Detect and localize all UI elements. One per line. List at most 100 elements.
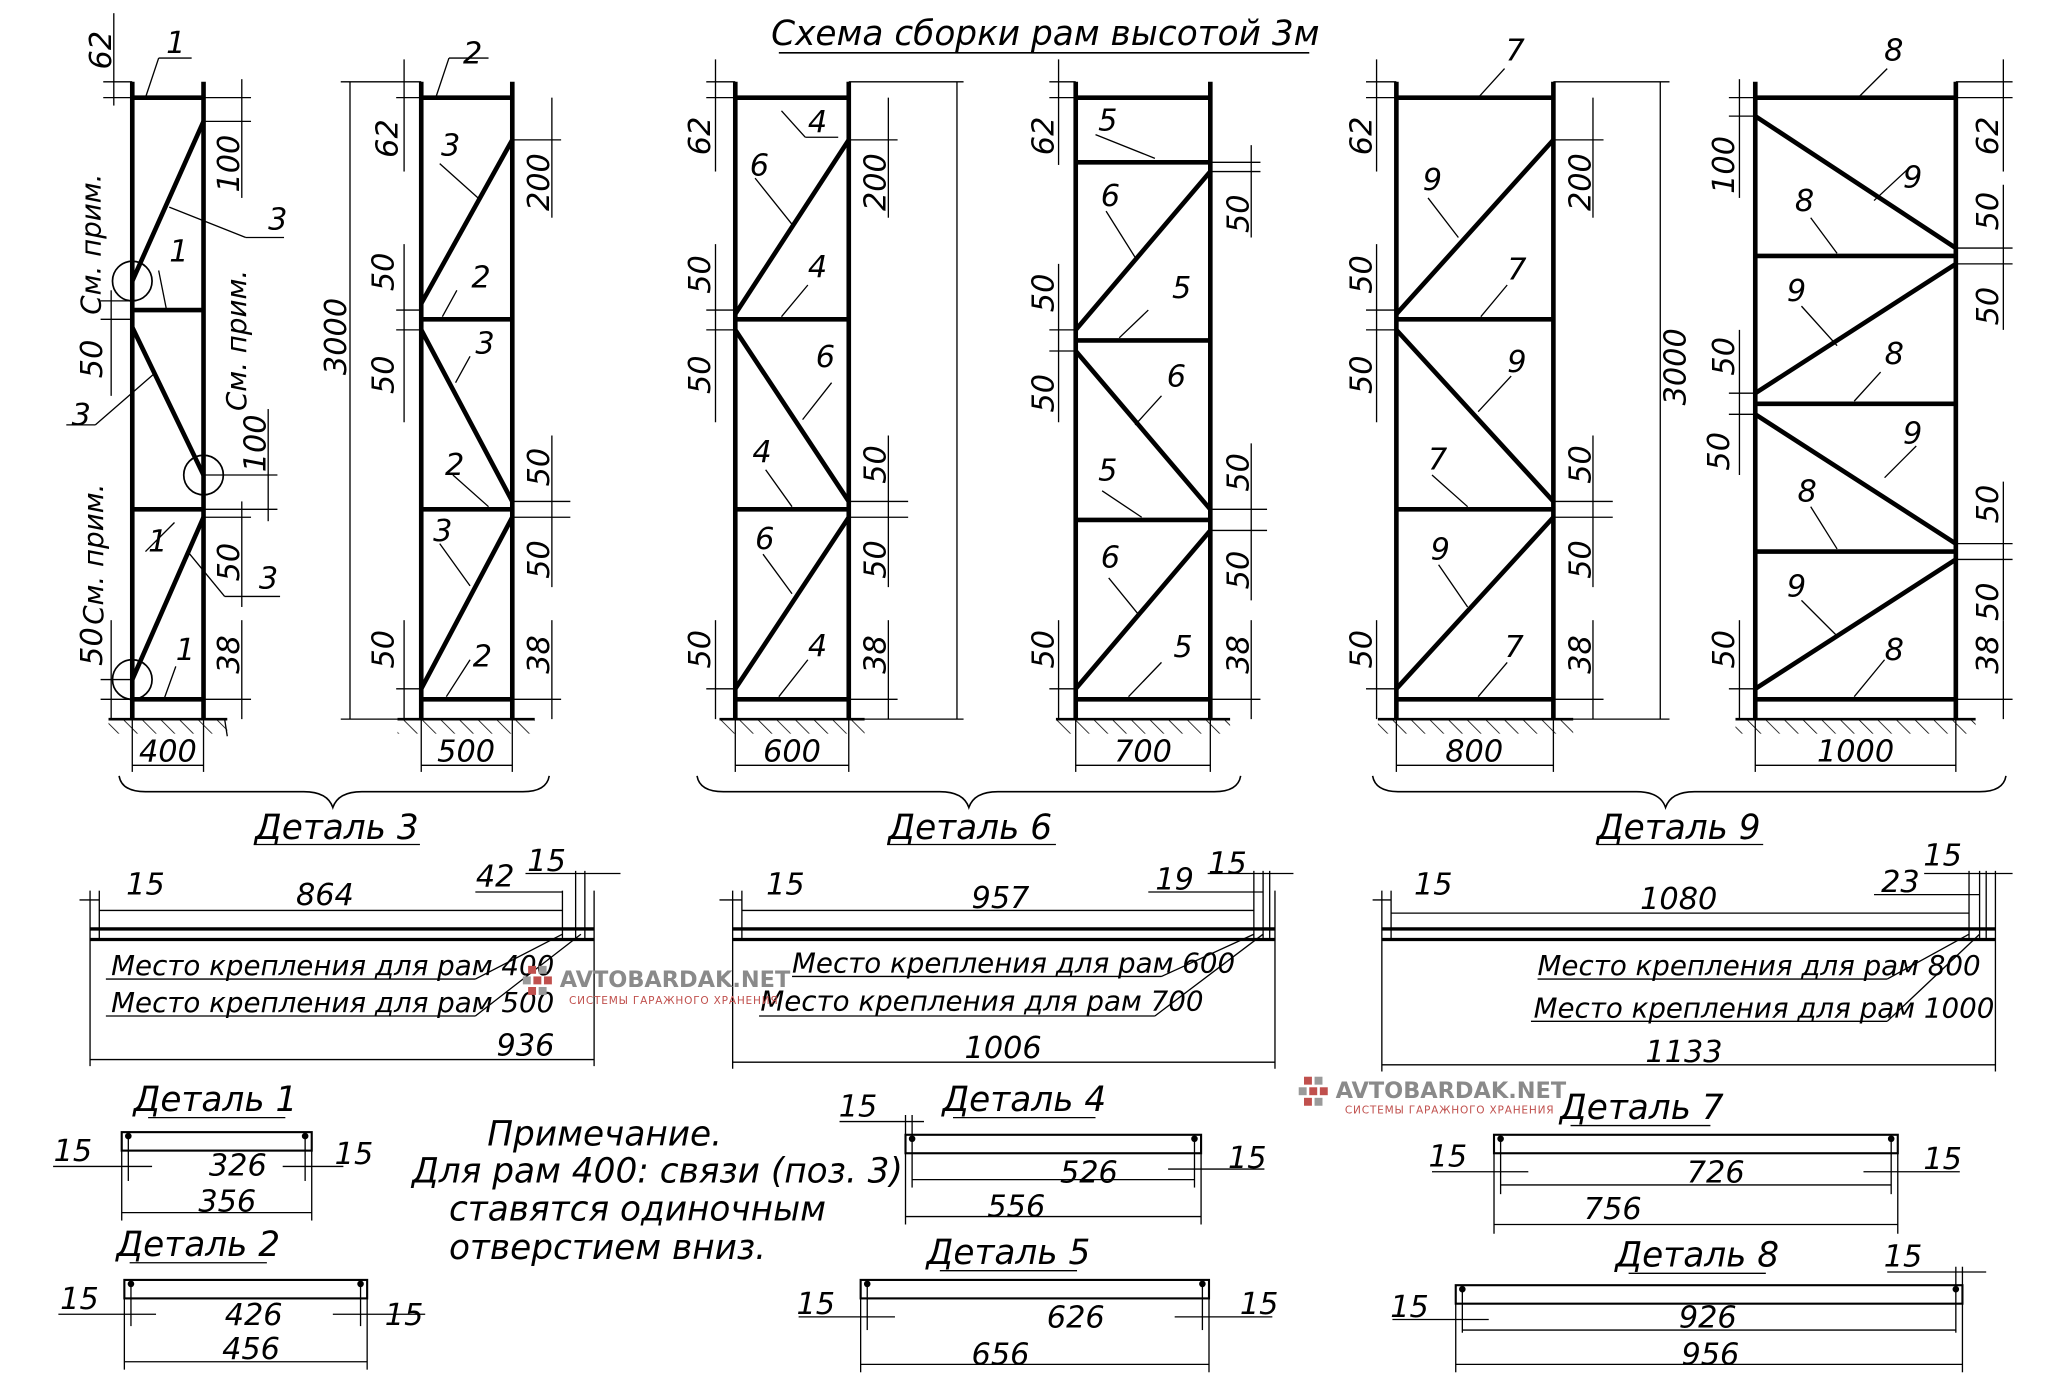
frame-700-dim-left-2: 50 — [1026, 630, 1061, 669]
frame-500-dim-right-2: 50 — [522, 540, 557, 579]
frame-800-dim-right-0: 200 — [1563, 153, 1598, 211]
frame-600-dim-left-1: 50 — [683, 355, 718, 394]
detail-5-title: Деталь 5 — [925, 1233, 1091, 1273]
detail-7-right: 15 — [1923, 1142, 1962, 1177]
note-line-2: ставятся одиночным — [449, 1190, 826, 1230]
frame-1000-width-label: 1000 — [1817, 734, 1894, 769]
frame-1000-labels: 1000 3000 100 62 8 50 50 50 50 38 50 50 … — [1658, 34, 2006, 770]
frame-600-top-offset: 62 — [683, 117, 718, 156]
detail-9 — [1372, 870, 2013, 1072]
frame-700-width-label: 700 — [1114, 734, 1172, 769]
frame-1000-dim-right-2: 50 — [1971, 485, 2006, 524]
frame-800-part-top: 7 — [1505, 34, 1525, 69]
frame-1000-top-offset: 100 — [1707, 136, 1742, 194]
frame-800-dim-left-0: 50 — [1344, 255, 1379, 294]
frame-800-width-label: 800 — [1445, 734, 1503, 769]
frame-400-mark-0: 3 — [268, 203, 287, 238]
frame-800-dim-right-3: 38 — [1563, 635, 1598, 674]
note-block: Примечание. Для рам 400: связи (поз. 3) … — [410, 1114, 903, 1267]
frame-700-dim-left-1: 50 — [1026, 374, 1061, 413]
frame-400-dim-right-1: 100 — [239, 414, 274, 472]
detail-4-left: 15 — [839, 1089, 878, 1124]
frame-1000-dim-right-3: 50 — [1971, 582, 2006, 621]
detail-8-labels: Деталь 8 15 926 15 956 — [1390, 1236, 1922, 1373]
detail-1-total: 356 — [198, 1184, 256, 1219]
detail-7-left: 15 — [1429, 1139, 1468, 1174]
frame-1000-top-offset2: 62 — [1971, 117, 2006, 156]
detail-4-total: 556 — [987, 1190, 1045, 1225]
frame-1000-mark-5: 8 — [1797, 474, 1816, 509]
watermark-2: AVTOBARDAK.NET СИСТЕМЫ ГАРАЖНОГО ХРАНЕНИ… — [1298, 1076, 1567, 1117]
detail-8-right: 15 — [1884, 1240, 1923, 1275]
frame-1000-dim-left-0: 50 — [1707, 337, 1742, 376]
frame-400-dim-left-1: 50 — [75, 627, 110, 666]
frame-500-labels: 500 3000 62 2 200 50 50 38 50 50 50 3 2 … — [319, 36, 557, 769]
frame-1000-dim-left-2: 50 — [1707, 630, 1742, 669]
frame-400-dim-right-3: 38 — [212, 635, 247, 674]
frame-500-top-offset: 62 — [370, 119, 405, 158]
detail-7-labels: Деталь 7 15 726 15 756 — [1429, 1088, 1962, 1227]
frame-400-mark-4: 3 — [259, 562, 278, 597]
detail-7-total: 756 — [1584, 1192, 1642, 1227]
frame-700-dim-right-3: 38 — [1222, 635, 1257, 674]
detail-2-left: 15 — [60, 1282, 99, 1317]
frame-700-dim-right-1: 50 — [1222, 453, 1257, 492]
frame-800-mark-1: 7 — [1507, 253, 1527, 288]
detail-3-dim-a: 15 — [126, 868, 165, 903]
frame-700-top-offset: 62 — [1026, 117, 1061, 156]
frame-600-mark-0: 4 — [808, 105, 827, 140]
frame-400-width-label: 400 — [139, 734, 197, 769]
detail-3 — [79, 870, 621, 1067]
detail-8-left: 15 — [1390, 1290, 1429, 1325]
note-line-1: Для рам 400: связи (поз. 3) — [410, 1151, 903, 1191]
detail-7-title: Деталь 7 — [1558, 1088, 1724, 1128]
watermark-tagline: СИСТЕМЫ ГАРАЖНОГО ХРАНЕНИЯ — [1345, 1105, 1555, 1117]
watermark-tagline: СИСТЕМЫ ГАРАЖНОГО ХРАНЕНИЯ — [569, 995, 779, 1007]
frame-600-dim-left-0: 50 — [683, 255, 718, 294]
frame-1000-mark-0: 9 — [1903, 160, 1922, 195]
detail-3-dim-c: 42 — [476, 860, 515, 895]
frame-500-part-top: 2 — [463, 36, 482, 71]
note-line-3: отверстием вниз. — [449, 1228, 766, 1268]
detail-2-inner: 426 — [225, 1298, 283, 1333]
frame-400-part-top: 1 — [166, 26, 185, 61]
frame-600-width-label: 600 — [763, 734, 821, 769]
frame-700 — [1049, 59, 1268, 772]
frame-400-dim-right-0: 100 — [212, 135, 247, 193]
detail-7-inner: 726 — [1687, 1155, 1745, 1190]
frame-500-dim-right-1: 50 — [522, 448, 557, 487]
frame-800-mark-2: 9 — [1507, 345, 1526, 380]
group-braces — [118, 775, 2007, 811]
frame-1000-mark-1: 8 — [1795, 184, 1814, 219]
frame-800-mark-0: 9 — [1423, 163, 1442, 198]
frame-1000-mark-7: 8 — [1885, 633, 1904, 668]
detail-9-title: Деталь 9 — [1595, 808, 1761, 848]
frame-700-dim-right-2: 50 — [1222, 551, 1257, 590]
detail-1-inner: 326 — [209, 1149, 267, 1184]
frame-1000-dim-right-1: 50 — [1971, 287, 2006, 326]
frame-600-mark-4: 4 — [752, 435, 771, 470]
frame-400-note-0: См. прим. — [75, 174, 108, 315]
detail-3-labels: Деталь 3 15 864 42 15 936 Место креплени… — [111, 808, 566, 1063]
frame-800-dim-left-1: 50 — [1344, 355, 1379, 394]
frame-600-dim-right-2: 50 — [859, 540, 894, 579]
frame-600-mark-3: 6 — [816, 340, 835, 375]
detail-3-title: Деталь 3 — [253, 808, 419, 848]
frame-700-mark-0: 5 — [1098, 104, 1117, 139]
detail-6-mount-2: Место крепления для рам 700 — [760, 985, 1203, 1018]
frame-400-dim-right-2: 50 — [212, 543, 247, 582]
frame-700-dim-right-0: 50 — [1222, 194, 1257, 233]
frame-1000-mark-6: 9 — [1787, 569, 1806, 604]
detail-8 — [1392, 1266, 1987, 1373]
detail-9-dim-a: 15 — [1414, 868, 1453, 903]
frame-700-mark-6: 5 — [1173, 630, 1192, 665]
frame-600-dim-left-2: 50 — [683, 630, 718, 669]
frame-700-mark-5: 6 — [1101, 540, 1120, 575]
detail-5 — [798, 1278, 1273, 1373]
detail-6-total: 1006 — [965, 1031, 1042, 1066]
detail-1 — [53, 1131, 344, 1221]
frame-400-dim-left-0: 50 — [75, 340, 110, 379]
frame-700-mark-1: 6 — [1101, 179, 1120, 214]
detail-6-labels: Деталь 6 15 957 19 15 1006 Место креплен… — [760, 808, 1246, 1066]
